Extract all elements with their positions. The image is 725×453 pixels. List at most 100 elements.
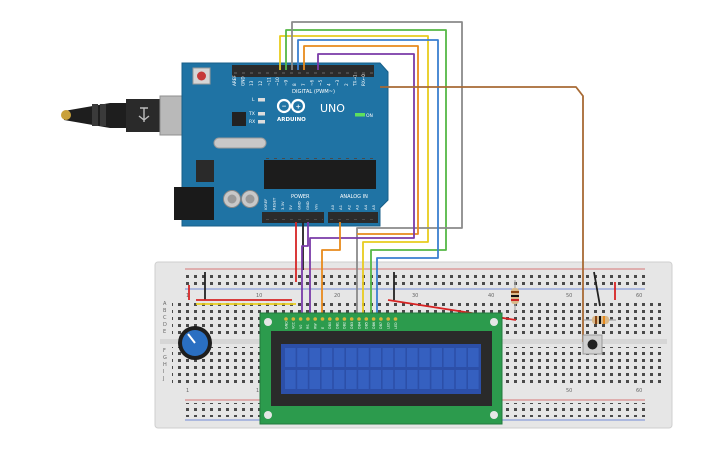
lcd-character-cell — [309, 370, 320, 389]
lcd-pin-label: V0 — [299, 325, 303, 329]
lcd-character-cell — [309, 348, 320, 367]
lcd-character-cell — [431, 348, 442, 367]
digital-pin-label: 8 — [292, 83, 297, 86]
pushbutton[interactable] — [582, 334, 603, 355]
lcd-mount-hole — [264, 318, 272, 326]
crystal-oscillator — [213, 137, 267, 149]
on-led — [355, 113, 365, 117]
digital-pin-label: AREF — [232, 75, 237, 86]
lcd-character-cell — [443, 348, 455, 367]
column-number: 20 — [334, 293, 340, 299]
lcd-pin-label: LED — [387, 322, 391, 329]
power-jack[interactable] — [174, 187, 214, 220]
lcd-character-cell — [358, 348, 369, 367]
lcd-pin-label: DB7 — [379, 322, 383, 329]
analog-pin-label: A3 — [355, 204, 360, 210]
power-header-holes — [263, 215, 323, 220]
row-letter: J — [162, 376, 164, 382]
column-number: 30 — [412, 293, 418, 299]
lcd-character-cell — [419, 370, 430, 389]
digital-label: DIGITAL (PWM~) — [292, 89, 335, 95]
digital-pin-label: 7 — [301, 83, 306, 86]
row-letter: D — [163, 322, 167, 328]
atmega-microcontroller — [264, 160, 376, 189]
lcd-pin[interactable] — [379, 317, 383, 321]
wire-brown[interactable] — [380, 86, 584, 342]
digital-pin-label: GND — [241, 76, 246, 86]
lcd-pin[interactable] — [364, 317, 369, 321]
lcd-pin[interactable] — [313, 317, 318, 321]
row-letter: E — [163, 329, 166, 335]
capacitor-top — [227, 194, 237, 204]
lcd-pin[interactable] — [335, 317, 339, 321]
lcd-pin[interactable] — [306, 317, 310, 321]
wire-orange[interactable] — [321, 222, 341, 318]
lcd-pin[interactable] — [386, 317, 391, 321]
resistor-backlight[interactable] — [511, 280, 519, 312]
analog-header-holes — [329, 215, 377, 220]
digital-pin-label: ~6 — [309, 79, 314, 86]
power-pin-label: 5V — [288, 205, 293, 210]
analog-pin-label: A5 — [371, 204, 376, 210]
row-letter: F — [163, 348, 166, 354]
lcd-pin-label: DB0 — [328, 322, 332, 329]
column-number: 40 — [488, 293, 494, 299]
lcd-pin[interactable] — [342, 317, 347, 321]
wire-purple[interactable] — [309, 53, 415, 318]
column-number: 10 — [256, 388, 262, 394]
chip-pins-top — [264, 158, 376, 161]
l-led — [258, 98, 265, 102]
row-letter: C — [163, 315, 167, 321]
wire-gray[interactable] — [291, 21, 463, 318]
wire-yellow[interactable] — [279, 35, 429, 318]
digital-pin-label: RX←0 — [361, 74, 366, 86]
lcd-pin[interactable] — [328, 317, 332, 321]
power-label: POWER — [291, 194, 310, 200]
lcd-pin[interactable] — [349, 317, 354, 321]
lcd-pin[interactable] — [371, 317, 376, 321]
wire-orange-d8[interactable] — [303, 45, 419, 235]
lcd-pin-label: RW — [314, 323, 318, 329]
power-pin-label: GND — [297, 201, 302, 210]
usb-cable[interactable] — [61, 95, 187, 136]
lcd-pin[interactable] — [357, 317, 361, 321]
digital-header-holes — [233, 68, 373, 74]
analog-pin-label: A4 — [363, 204, 368, 210]
wire-purple-rs[interactable] — [301, 222, 309, 318]
usb-plug-end — [61, 110, 71, 120]
lcd-character-cell — [468, 348, 479, 367]
lcd-character-cell — [382, 348, 394, 367]
digital-pin-label: 13 — [249, 80, 254, 86]
lcd-pin[interactable] — [393, 317, 398, 321]
row-letter: G — [163, 355, 167, 361]
arduino-logo-text: ARDUINO — [277, 117, 306, 123]
resistor-pulldown[interactable] — [584, 316, 616, 324]
lcd-pin[interactable] — [291, 317, 296, 321]
lcd-character-cell — [321, 348, 333, 367]
wire-green[interactable] — [285, 29, 447, 318]
wire-black-button[interactable] — [593, 271, 601, 307]
potentiometer[interactable] — [178, 326, 212, 360]
rx-led — [258, 120, 265, 124]
column-number: 50 — [566, 388, 572, 394]
lcd-character-cell — [285, 370, 296, 389]
lcd-character-cell — [358, 370, 369, 389]
wire-blue[interactable] — [297, 39, 439, 318]
lcd-pin[interactable] — [298, 317, 303, 321]
logo-minus-icon: − — [282, 103, 287, 110]
lcd-mount-hole — [490, 318, 498, 326]
on-label: ON — [366, 113, 373, 119]
tx-led-label: TX — [248, 111, 255, 117]
column-number: 60 — [636, 388, 642, 394]
potentiometer-indicator — [187, 333, 196, 344]
lcd-character-cell — [346, 348, 357, 367]
digital-pin-label: ~10 — [275, 77, 280, 86]
lcd-pin[interactable] — [320, 317, 325, 321]
lcd-pin[interactable] — [284, 317, 288, 321]
lcd-character-cell — [431, 370, 442, 389]
lcd-pin-label: RS — [306, 324, 310, 329]
chip-pins-bottom — [264, 188, 376, 191]
row-letter: A — [163, 301, 167, 307]
